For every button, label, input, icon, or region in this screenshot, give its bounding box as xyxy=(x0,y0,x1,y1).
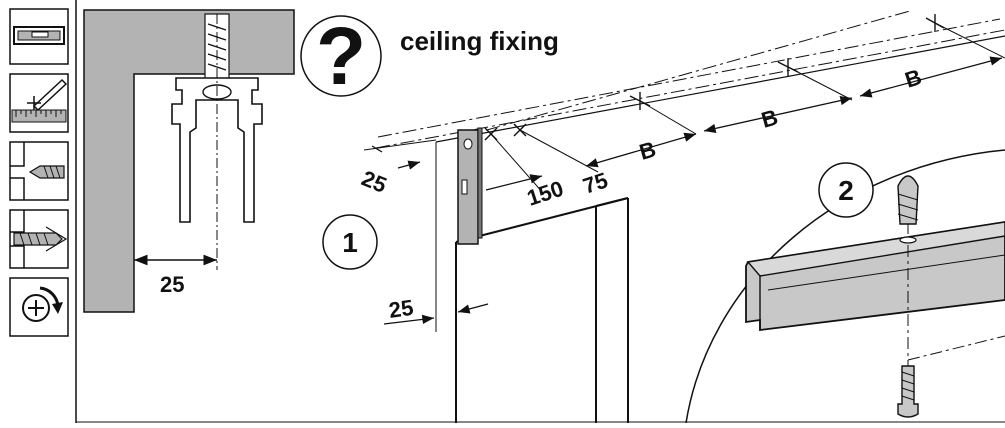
dim-second-hole: 75 xyxy=(580,167,611,198)
section-detail xyxy=(83,9,295,313)
sidebar xyxy=(9,8,69,337)
step-2-badge: 2 xyxy=(818,162,874,218)
dim-spacing-2: B xyxy=(758,104,780,132)
dim-edge-offset-top: 25 xyxy=(358,165,390,197)
dim-first-hole: 150 xyxy=(524,176,567,211)
step-2-label: 2 xyxy=(838,175,854,206)
step-1-label: 1 xyxy=(342,227,358,258)
help-badge: ? xyxy=(300,11,382,102)
drill-icon xyxy=(9,141,69,201)
detail-dimension-label: 25 xyxy=(160,272,184,297)
screw-tighten-icon xyxy=(9,277,69,337)
window-frame xyxy=(383,142,629,423)
dim-spacing-1: B xyxy=(636,136,658,164)
measure-mark-icon xyxy=(9,73,69,133)
magnified-detail xyxy=(685,149,1005,424)
question-icon: ? xyxy=(316,11,366,102)
step-1-badge: 1 xyxy=(322,214,378,270)
wall-plug-icon xyxy=(9,209,69,269)
diagram-title: ceiling fixing xyxy=(400,26,559,56)
dim-spacing-3: B xyxy=(902,64,925,93)
rail-profile-icon xyxy=(9,8,69,65)
dim-edge-offset-bottom: 25 xyxy=(387,295,415,323)
end-bracket xyxy=(457,127,483,245)
